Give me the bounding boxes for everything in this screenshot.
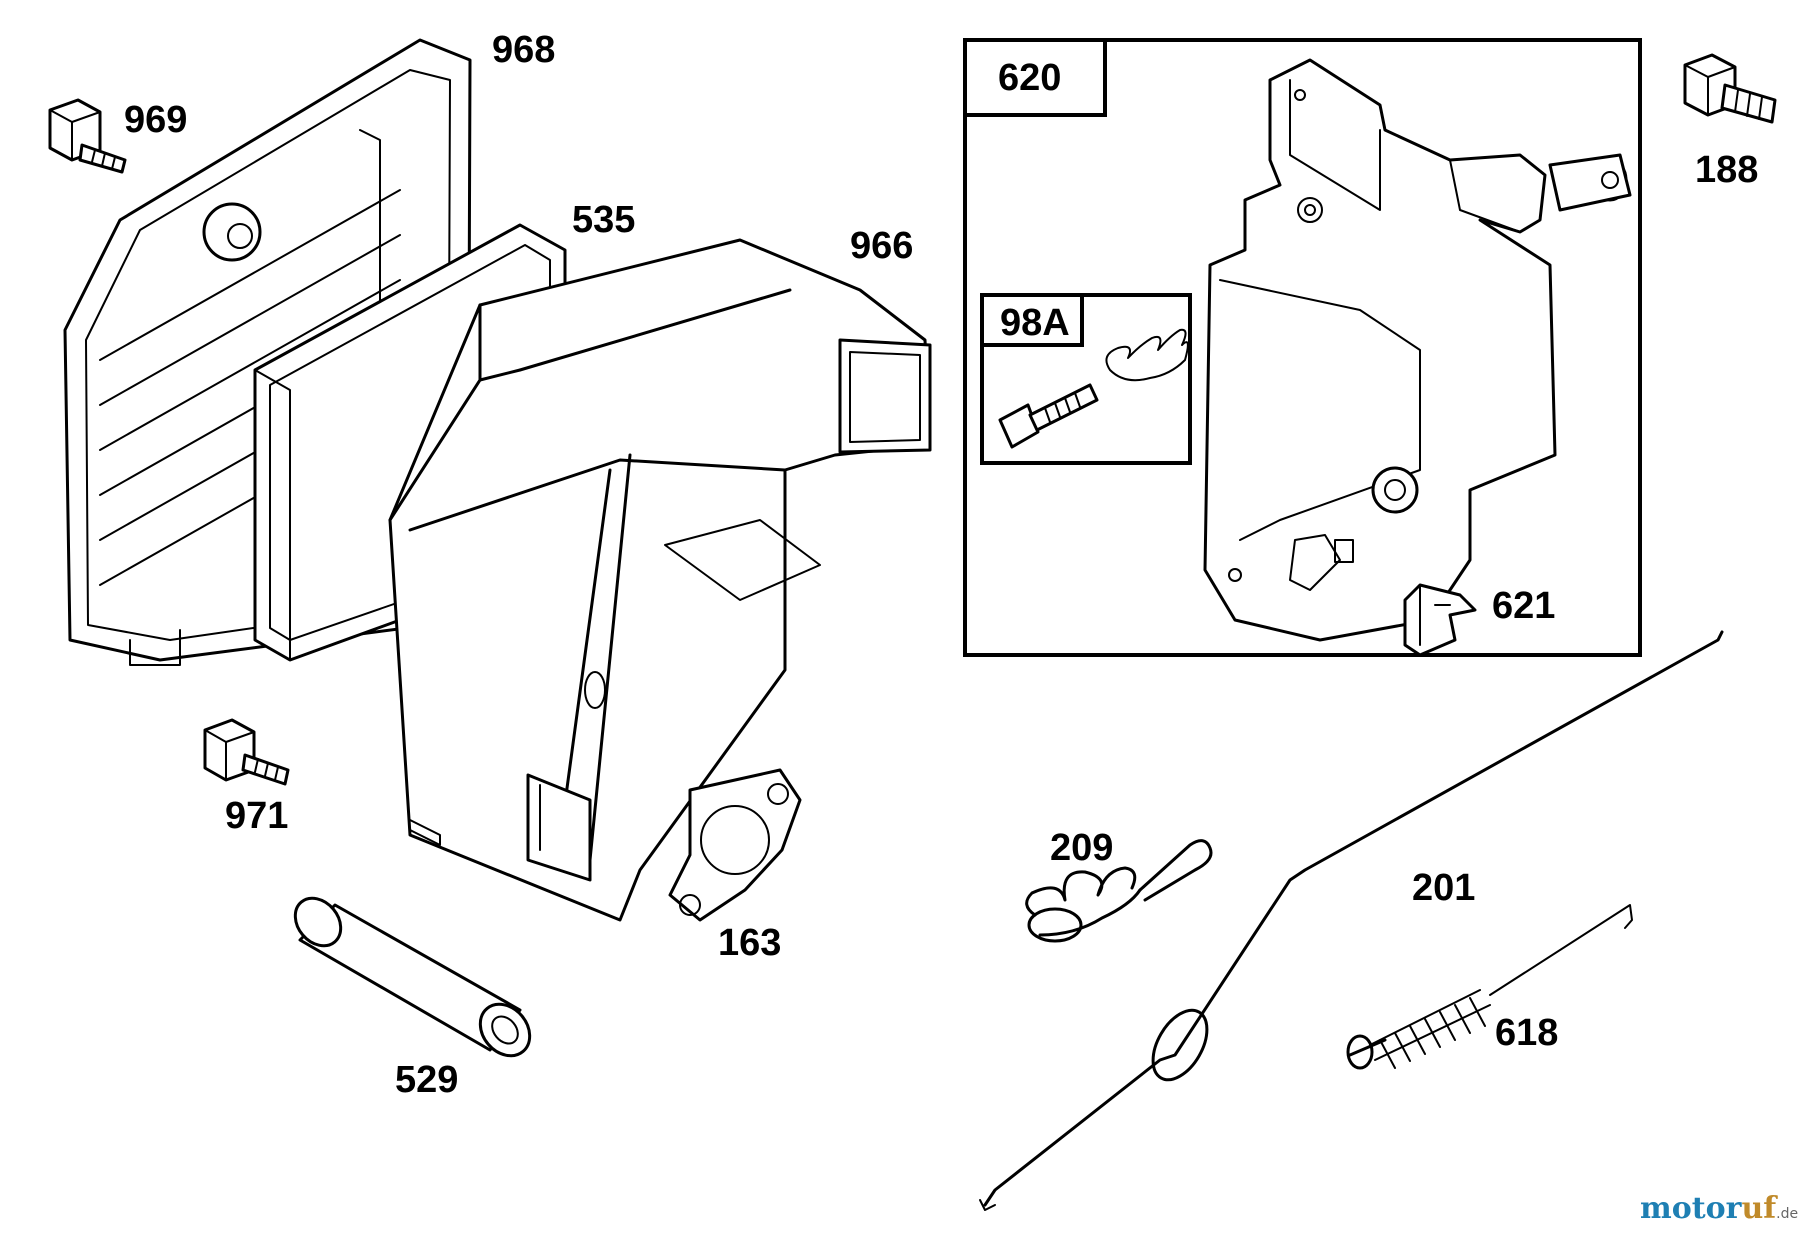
callout-188: 188 [1695, 149, 1758, 191]
callout-969: 969 [124, 99, 187, 141]
callout-535: 535 [572, 199, 635, 241]
gasket-163 [668, 768, 802, 922]
air-cleaner-base-966 [388, 238, 932, 922]
callout-620: 620 [998, 57, 1061, 99]
spring-screw-box-98a [980, 293, 1192, 465]
control-bracket-620 [1203, 58, 1632, 642]
callout-201: 201 [1412, 867, 1475, 909]
screw-971 [203, 718, 290, 786]
callout-621: 621 [1492, 585, 1555, 627]
callout-618: 618 [1495, 1012, 1558, 1054]
callout-529: 529 [395, 1059, 458, 1101]
tube-529 [293, 896, 532, 1058]
watermark: motoruf.de [1640, 1191, 1798, 1226]
clip-621 [1403, 583, 1477, 657]
callout-163: 163 [718, 922, 781, 964]
screw-969 [48, 98, 127, 174]
spring-209 [1025, 839, 1213, 943]
control-bracket-box-620 [963, 38, 1642, 657]
spring-618 [1346, 904, 1633, 1070]
callout-966: 966 [850, 225, 913, 267]
callout-209: 209 [1050, 827, 1113, 869]
bolt-188 [1683, 53, 1777, 124]
link-rod-201 [979, 630, 1724, 1211]
callout-968: 968 [492, 29, 555, 71]
callout-971: 971 [225, 795, 288, 837]
callout-98a: 98A [1000, 302, 1070, 344]
